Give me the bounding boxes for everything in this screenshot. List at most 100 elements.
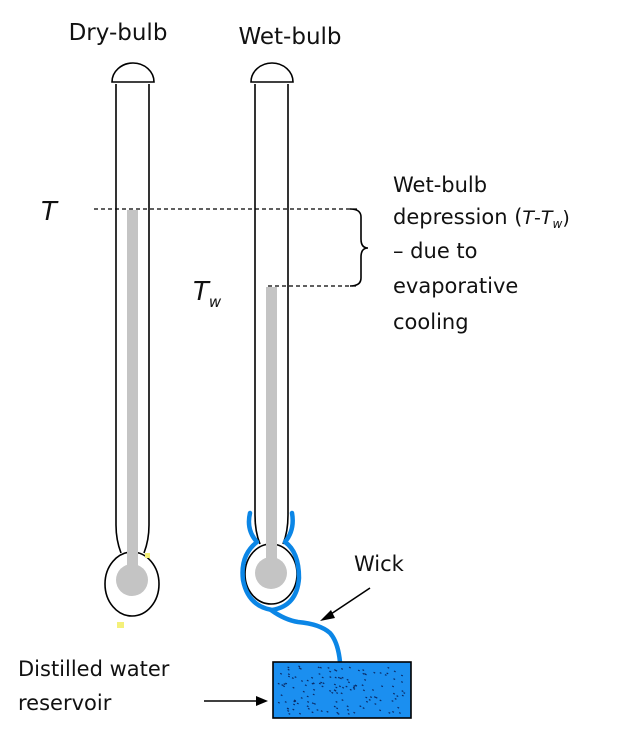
water-speckle (280, 694, 283, 697)
water-speckle (327, 666, 330, 669)
water-speckle (333, 669, 337, 671)
water-speckle (335, 686, 338, 689)
dry-bulb-thermometer (104, 62, 160, 628)
water-speckle (365, 700, 369, 703)
water-reservoir (272, 661, 412, 719)
water-speckle (336, 707, 339, 710)
water-speckle (348, 666, 351, 669)
water-speckle (304, 684, 307, 687)
water-speckle (353, 685, 356, 688)
water-speckle (331, 691, 334, 694)
water-speckle (318, 673, 321, 675)
water-speckle (369, 696, 373, 699)
water-speckle (365, 696, 368, 699)
wick-label: Wick (354, 552, 405, 576)
dry-bulb-mercury-column (127, 210, 138, 575)
water-speckle (362, 689, 365, 692)
water-speckle (386, 672, 389, 675)
wet-bulb-thermometer (240, 62, 343, 665)
water-speckle (311, 702, 314, 705)
wet-temperature-label: Tw (193, 277, 222, 311)
depression-minus: - (534, 207, 541, 229)
water-speckle (313, 688, 316, 691)
water-speckle (388, 711, 391, 714)
water-speckle (357, 669, 360, 672)
water-speckle (298, 712, 302, 715)
water-speckle (292, 708, 295, 711)
water-speckle (353, 687, 356, 690)
wet-bulb-tube-top (250, 62, 294, 83)
water-speckle (321, 685, 324, 688)
water-speckle (283, 683, 286, 686)
water-speckle (293, 700, 296, 703)
wick-arrow-line (327, 587, 371, 617)
water-speckle (312, 682, 315, 685)
water-speckle (277, 682, 280, 685)
water-speckle (397, 706, 400, 709)
depression-line-5: cooling (393, 310, 469, 334)
water-speckle (336, 692, 339, 694)
water-speckle (387, 666, 390, 669)
depression-word: depression ( (393, 205, 522, 229)
wet-temperature-subscript: w (209, 293, 222, 311)
water-speckle (400, 681, 404, 683)
water-speckle (313, 702, 316, 705)
water-speckle (307, 707, 310, 710)
water-speckle (393, 678, 396, 681)
water-speckle (371, 689, 375, 691)
water-speckle (361, 684, 364, 687)
reservoir-arrowhead (256, 696, 268, 706)
water-speckle (307, 700, 310, 703)
water-speckle (401, 694, 404, 697)
dry-bulb-tube-outline (111, 62, 155, 83)
reservoir-label-line-2: reservoir (18, 691, 112, 715)
depression-line-4: evaporative (393, 274, 518, 298)
water-speckle (384, 674, 387, 676)
water-speckle (287, 668, 290, 671)
water-speckle (306, 679, 309, 682)
water-speckle (287, 666, 290, 669)
water-speckle (333, 705, 336, 708)
water-speckle (346, 678, 349, 681)
water-speckle (352, 686, 355, 689)
water-speckle (311, 682, 314, 685)
water-speckle (333, 683, 336, 686)
water-speckle (398, 712, 401, 714)
water-speckle (284, 701, 287, 703)
depression-note: Wet-bulb depression (T-Tw) – due to evap… (393, 173, 570, 334)
water-speckle (288, 712, 291, 715)
water-speckle (364, 673, 367, 676)
water-speckle (316, 709, 319, 711)
water-speckle (379, 709, 382, 712)
water-speckle (354, 684, 357, 687)
water-speckle (349, 688, 352, 691)
dry-bulb-mercury-bulb (116, 564, 148, 596)
water-speckle (391, 700, 394, 702)
water-speckle (293, 703, 296, 706)
water-speckle (394, 697, 397, 700)
water-speckle (329, 670, 332, 673)
water-speckle (337, 712, 340, 715)
depression-line-1: Wet-bulb (393, 173, 487, 197)
water-speckle (347, 681, 350, 684)
water-speckle (333, 689, 336, 692)
water-speckle (298, 665, 301, 668)
water-speckle (300, 680, 304, 682)
depression-line-2: depression (T-Tw) (393, 205, 570, 231)
water-speckle (281, 684, 284, 687)
water-speckle (300, 697, 303, 699)
water-speckle (334, 676, 337, 679)
water-speckle (320, 710, 323, 713)
wet-bulb-mercury-column (266, 287, 277, 567)
reservoir-label-line-1: Distilled water (18, 657, 170, 681)
water-speckle (400, 674, 404, 677)
water-speckle (364, 678, 367, 681)
depression-w-subscript: w (553, 217, 563, 231)
water-speckle (320, 681, 323, 684)
depression-brace (349, 208, 369, 287)
water-speckle (396, 695, 399, 698)
dry-temperature-label: T (41, 197, 59, 227)
water-speckle (287, 673, 290, 676)
water-speckle (391, 685, 395, 688)
water-speckle (374, 703, 377, 705)
